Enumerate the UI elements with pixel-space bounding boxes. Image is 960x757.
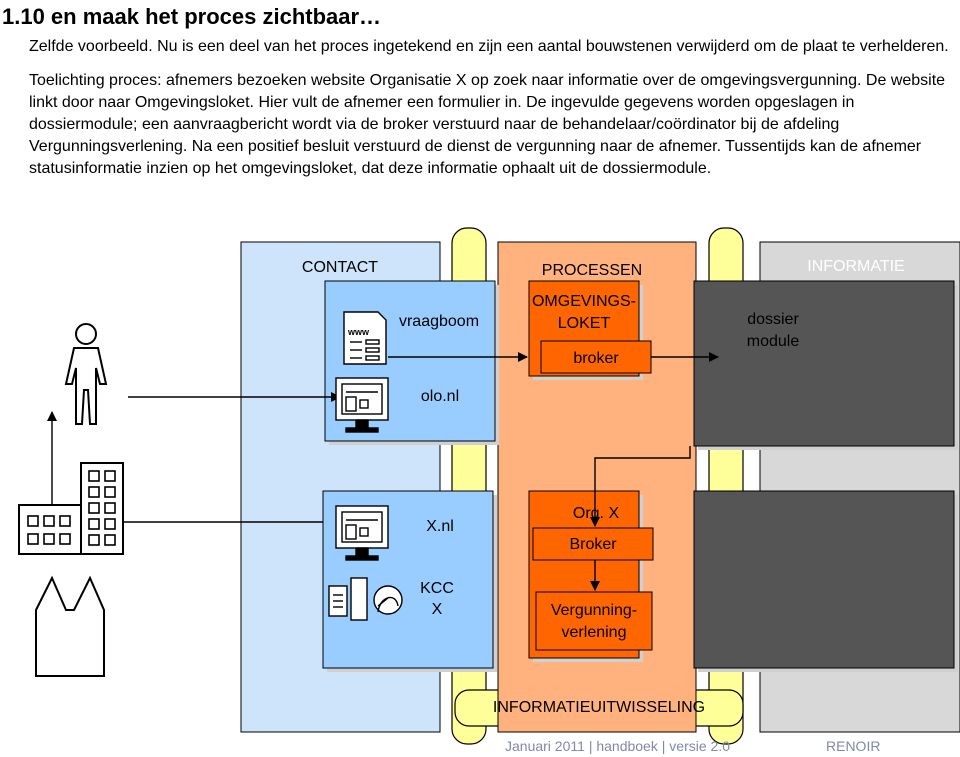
broker-2-label: Broker	[569, 536, 617, 553]
vergunningverlening-box	[535, 591, 653, 651]
flow-arrows	[47, 352, 719, 591]
www-document-icon	[343, 311, 387, 365]
church-icon	[35, 575, 105, 677]
phone-headset-icon	[328, 577, 403, 621]
information-bus-label: INFORMATIEUITWISSELING	[492, 699, 706, 716]
orgx-label: Org. X	[572, 505, 620, 522]
computer-icon-2	[335, 505, 389, 561]
footer-brand: RENOIR	[826, 738, 881, 754]
vraagboom-label: vraagboom	[398, 313, 480, 330]
intro-text: Zelfde voorbeeld. Nu is een deel van het…	[29, 36, 949, 188]
building-icon	[18, 462, 124, 555]
broker-label: broker	[573, 350, 619, 367]
footer-doc: handboek	[596, 738, 658, 754]
broker-box-2	[532, 527, 654, 561]
footer: Januari 2011 | handboek | versie 2.0	[505, 738, 730, 754]
intro-paragraph-1: Zelfde voorbeeld. Nu is een deel van het…	[29, 38, 949, 55]
kcc-label-1: KCC	[420, 580, 454, 597]
contact-column-label: CONTACT	[301, 259, 379, 276]
processen-column-label: PROCESSEN	[541, 262, 643, 279]
person-icon	[64, 323, 108, 425]
xnl-label: X.nl	[426, 518, 454, 535]
intro-paragraph-2: Toelichting proces: afnemers bezoeken we…	[29, 72, 946, 177]
lower-info-box	[693, 490, 955, 669]
dossier-box	[693, 280, 955, 447]
informatie-column-label: INFORMATIE	[807, 258, 905, 275]
dossier-label-1: dossier	[747, 311, 799, 328]
footer-date: Januari 2011	[505, 738, 585, 754]
page-title: 1.10 en maak het proces zichtbaar…	[2, 4, 382, 29]
computer-icon	[335, 377, 389, 433]
dossier-label-2: module	[746, 333, 800, 350]
kcc-label-2: X	[431, 601, 443, 618]
www-label: www	[347, 327, 370, 337]
footer-version: versie 2.0	[669, 738, 730, 754]
vergunning-label-1: Vergunning-	[550, 602, 638, 619]
broker-box	[540, 340, 652, 374]
omgevingsloket-label-1: OMGEVINGS-	[531, 293, 636, 310]
olo-label: olo.nl	[420, 388, 460, 405]
vergunning-label-2: verlening	[561, 624, 627, 641]
omgevingsloket-label-2: LOKET	[557, 315, 611, 332]
